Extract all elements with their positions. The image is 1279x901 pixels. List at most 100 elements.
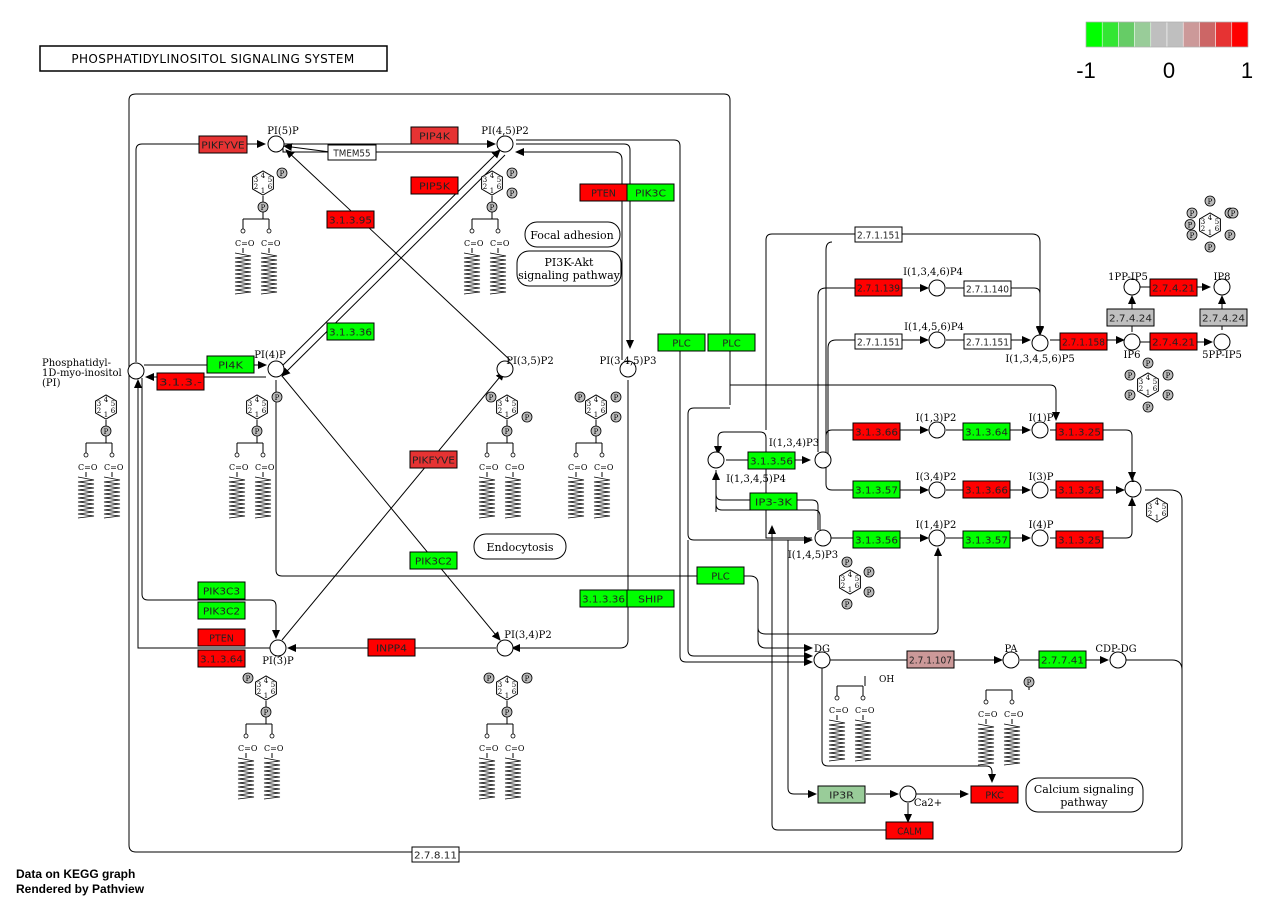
- compound-i34p2[interactable]: I(3,4)P2: [916, 472, 957, 499]
- compound-pi35p2[interactable]: PI(3,5)P2: [496, 356, 554, 378]
- compound-i1345p4[interactable]: I(1,3,4,5)P4: [707, 451, 786, 485]
- svg-text:1: 1: [1146, 389, 1150, 397]
- svg-text:C=O: C=O: [505, 463, 525, 472]
- gene-node[interactable]: PIKFYVE: [409, 450, 458, 469]
- gene-node[interactable]: PIKFYVE: [198, 135, 248, 154]
- map-link-focal-adhesion[interactable]: Focal adhesion: [524, 221, 621, 248]
- compound-i13p2[interactable]: I(1,3)P2: [916, 413, 957, 439]
- compound-pp5ip5[interactable]: 5PP-IP5: [1202, 333, 1242, 361]
- svg-text:4: 4: [255, 396, 260, 404]
- gene-node[interactable]: PIK3C2: [197, 601, 246, 620]
- gene-node[interactable]: PIK3C3: [197, 581, 246, 600]
- compound-i14p2[interactable]: I(1,4)P2: [916, 520, 957, 547]
- compound-pi34p2[interactable]: PI(3,4)P2: [496, 630, 552, 657]
- gene-node[interactable]: 3.1.3.95: [326, 210, 375, 229]
- map-link-endocytosis[interactable]: Endocytosis: [473, 533, 567, 560]
- gene-node[interactable]: 2.7.4.21: [1149, 332, 1198, 351]
- gene-node[interactable]: 2.7.4.21: [1149, 278, 1198, 297]
- compound-label: Ca2+: [914, 798, 942, 809]
- gene-node[interactable]: 2.7.8.11: [411, 846, 460, 863]
- gene-node[interactable]: PTEN: [197, 628, 246, 647]
- gene-node[interactable]: PI4K: [206, 355, 255, 374]
- svg-text:C=O: C=O: [464, 239, 484, 248]
- gene-node[interactable]: 3.1.3.66: [852, 422, 901, 441]
- gene-node[interactable]: IP3-3K: [749, 492, 798, 511]
- gene-node[interactable]: 3.1.3.25: [1055, 480, 1104, 499]
- compound-i134p3[interactable]: I(1,3,4)P3: [769, 438, 832, 469]
- gene-node[interactable]: 2.7.1.139: [854, 278, 903, 297]
- gene-node[interactable]: 2.7.1.151: [963, 333, 1012, 350]
- gene-node[interactable]: PLC: [707, 333, 756, 352]
- compound-inositol[interactable]: I: [1124, 474, 1142, 498]
- gene-node[interactable]: PLC: [657, 333, 706, 352]
- compound-ip8[interactable]: IP8: [1213, 272, 1231, 296]
- gene-node[interactable]: IP3R: [817, 785, 866, 804]
- gene-node[interactable]: 3.1.3.64: [962, 422, 1011, 441]
- svg-text:5: 5: [262, 400, 266, 408]
- gene-node[interactable]: 3.1.3.36: [326, 322, 375, 341]
- svg-text:1: 1: [261, 187, 265, 195]
- compound-dg[interactable]: DG: [813, 644, 831, 669]
- gene-node[interactable]: PTEN: [579, 183, 628, 202]
- gene-node[interactable]: 2.7.4.24: [1106, 308, 1155, 327]
- compound-pi5p[interactable]: PI(5)P: [267, 126, 299, 153]
- gene-node[interactable]: TMEM55: [327, 144, 377, 161]
- gene-node[interactable]: INPP4: [367, 638, 416, 657]
- svg-text:P: P: [1128, 372, 1133, 380]
- compound-i1p[interactable]: I(1)P: [1029, 413, 1054, 439]
- compound-pi3p[interactable]: PI(3)P: [262, 639, 294, 667]
- compound-i13456p5[interactable]: I(1,3,4,5,6)P5: [1005, 334, 1075, 365]
- compound-pi345p3[interactable]: PI(3,4,5)P3: [599, 356, 657, 378]
- gene-node[interactable]: 3.1.3.25: [1055, 530, 1104, 549]
- gene-label: PLC: [722, 339, 741, 350]
- gene-node[interactable]: 2.7.4.24: [1199, 308, 1248, 327]
- gene-node[interactable]: 3.1.3.66: [962, 480, 1011, 499]
- map-link-calcium[interactable]: Calcium signaling pathway: [1025, 777, 1144, 813]
- gene-node[interactable]: 3.1.3.25: [1055, 422, 1104, 441]
- gene-node[interactable]: 2.7.1.151: [854, 226, 903, 243]
- gene-node[interactable]: PKC: [970, 785, 1019, 804]
- compound-pp1ip5[interactable]: 1PP-IP5: [1108, 272, 1148, 296]
- compound-i4p[interactable]: I(4)P: [1029, 520, 1054, 547]
- gene-node[interactable]: 3.1.3.56: [852, 530, 901, 549]
- gene-node[interactable]: 2.7.1.140: [963, 280, 1012, 297]
- compound-label: I(1,4,5)P3: [788, 550, 838, 561]
- svg-text:5: 5: [512, 400, 516, 408]
- compound-ca[interactable]: Ca2+: [899, 785, 942, 809]
- gene-node[interactable]: 3.1.3.-: [156, 372, 205, 391]
- gene-node[interactable]: 2.7.7.41: [1038, 650, 1087, 669]
- gene-label: CALM: [897, 827, 922, 838]
- compound-i1456p4[interactable]: I(1,4,5,6)P4: [904, 322, 964, 349]
- compound-pi45p2[interactable]: PI(4,5)P2: [481, 126, 529, 153]
- compound-pi[interactable]: Phosphatidyl-1D-myo-inositol(PI): [42, 358, 145, 389]
- gene-node[interactable]: PLC: [696, 566, 745, 585]
- compound-cdpdg[interactable]: CDP-DG: [1095, 644, 1137, 669]
- gene-node[interactable]: 3.1.3.36: [579, 589, 628, 608]
- map-link-pi3k-akt[interactable]: PI3K-Akt signaling pathway: [516, 250, 622, 287]
- compound-pa[interactable]: PA: [1002, 644, 1020, 669]
- compound-i1346p4[interactable]: I(1,3,4,6)P4: [903, 267, 963, 297]
- gene-node[interactable]: PIK3C2: [409, 551, 458, 570]
- gene-node[interactable]: PIP5K: [410, 176, 459, 195]
- gene-node[interactable]: 3.1.3.56: [747, 451, 796, 470]
- svg-text:2: 2: [1201, 225, 1205, 233]
- compound-i145p3[interactable]: I(1,4,5)P3: [788, 529, 838, 561]
- gene-node[interactable]: PIK3C: [626, 183, 675, 202]
- gene-node[interactable]: 2.7.1.151: [854, 333, 903, 350]
- gene-node[interactable]: 3.1.3.57: [852, 480, 901, 499]
- compound-pi4p[interactable]: PI(4)P: [254, 350, 286, 378]
- gene-node[interactable]: PIP4K: [410, 126, 459, 145]
- gene-node[interactable]: 3.1.3.57: [962, 530, 1011, 549]
- gene-node[interactable]: 2.7.1.158: [1059, 332, 1108, 351]
- title-box: [39, 45, 388, 72]
- compound-ip6[interactable]: IP6: [1123, 333, 1141, 361]
- svg-text:6: 6: [111, 407, 116, 415]
- svg-text:P: P: [489, 394, 494, 402]
- compound-i3p[interactable]: I(3)P: [1029, 472, 1054, 499]
- gene-node[interactable]: 3.1.3.64: [197, 649, 246, 668]
- gene-node[interactable]: CALM: [885, 821, 934, 840]
- gene-node[interactable]: SHIP: [626, 589, 675, 608]
- gene-node[interactable]: 2.7.1.107: [906, 650, 955, 669]
